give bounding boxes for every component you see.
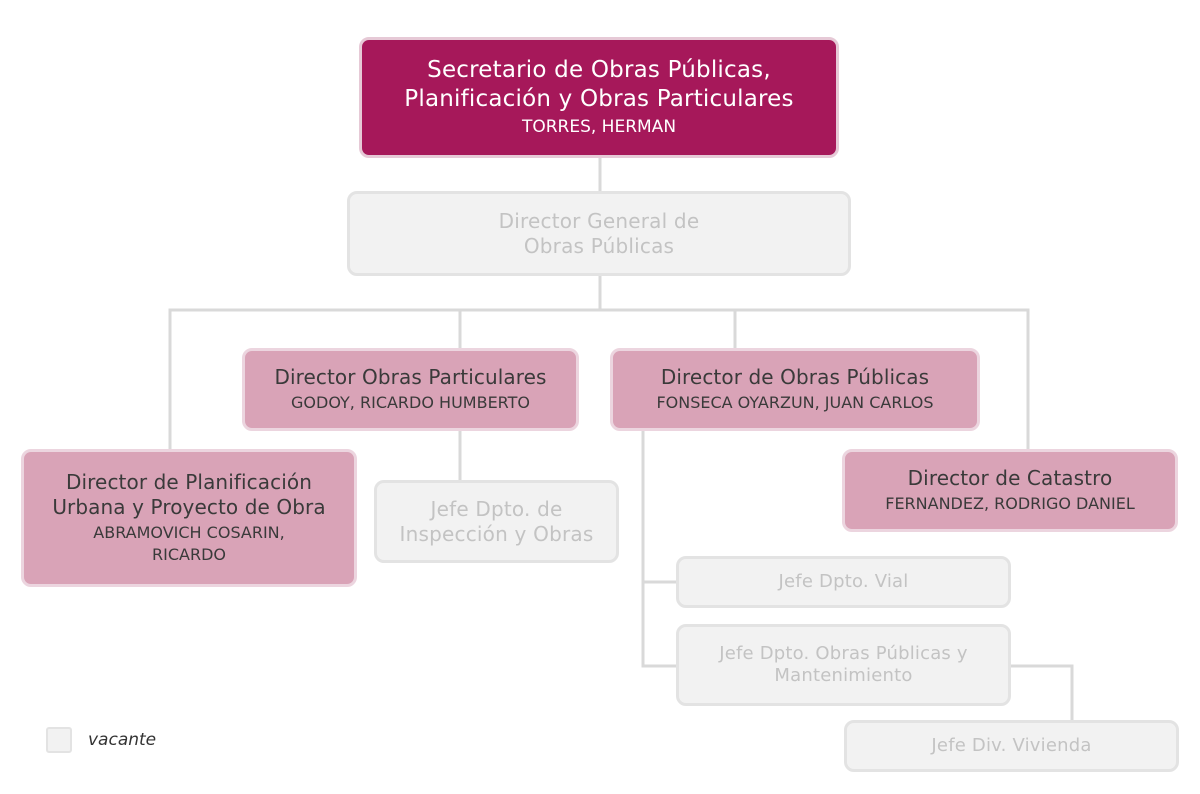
node-obras-publicas-title: Director de Obras Públicas <box>660 365 930 390</box>
legend: vacante <box>46 727 156 753</box>
node-catastro-title: Director de Catastro <box>907 466 1113 491</box>
node-mantenimiento: Jefe Dpto. Obras Públicas y Mantenimient… <box>676 624 1011 706</box>
node-inspeccion-title-1: Jefe Dpto. de <box>430 496 563 521</box>
node-mantenimiento-title-1: Jefe Dpto. Obras Públicas y <box>719 642 968 664</box>
node-vivienda-title: Jefe Div. Vivienda <box>931 734 1092 756</box>
node-vial: Jefe Dpto. Vial <box>676 556 1011 608</box>
node-planificacion-title-1: Director de Planificación <box>66 470 312 495</box>
node-planificacion-title-2: Urbana y Proyecto de Obra <box>52 495 326 520</box>
node-planificacion-person-2: RICARDO <box>152 545 226 564</box>
node-catastro-person: FERNANDEZ, RODRIGO DANIEL <box>885 494 1135 514</box>
node-director-general-title-2: Obras Públicas <box>523 233 675 258</box>
node-vial-title: Jefe Dpto. Vial <box>778 570 909 592</box>
node-inspeccion-title-2: Inspección y Obras <box>399 521 594 546</box>
node-secretario: Secretario de Obras Públicas, Planificac… <box>359 37 839 158</box>
node-obras-publicas-person: FONSECA OYARZUN, JUAN CARLOS <box>656 393 934 413</box>
node-planificacion-person-1: ABRAMOVICH COSARIN, <box>93 523 285 543</box>
node-secretario-person: TORRES, HERMAN <box>521 116 677 137</box>
legend-vacant-swatch <box>46 727 72 753</box>
node-director-general-title-1: Director General de <box>498 208 700 233</box>
node-vivienda: Jefe Div. Vivienda <box>844 720 1179 772</box>
node-planificacion: Director de Planificación Urbana y Proye… <box>21 449 357 587</box>
node-director-general: Director General de Obras Públicas <box>347 191 851 276</box>
node-inspeccion: Jefe Dpto. de Inspección y Obras <box>374 480 619 563</box>
node-obras-particulares-person: GODOY, RICARDO HUMBERTO <box>291 393 530 413</box>
node-mantenimiento-title-2: Mantenimiento <box>774 665 913 686</box>
node-obras-particulares-title: Director Obras Particulares <box>274 365 547 390</box>
node-catastro: Director de Catastro FERNANDEZ, RODRIGO … <box>842 449 1178 532</box>
node-secretario-title-1: Secretario de Obras Públicas, <box>427 57 771 84</box>
node-secretario-title-2: Planificación y Obras Particulares <box>404 86 794 113</box>
node-obras-particulares: Director Obras Particulares GODOY, RICAR… <box>242 348 579 431</box>
node-obras-publicas: Director de Obras Públicas FONSECA OYARZ… <box>610 348 980 431</box>
legend-vacant-label: vacante <box>88 730 157 750</box>
